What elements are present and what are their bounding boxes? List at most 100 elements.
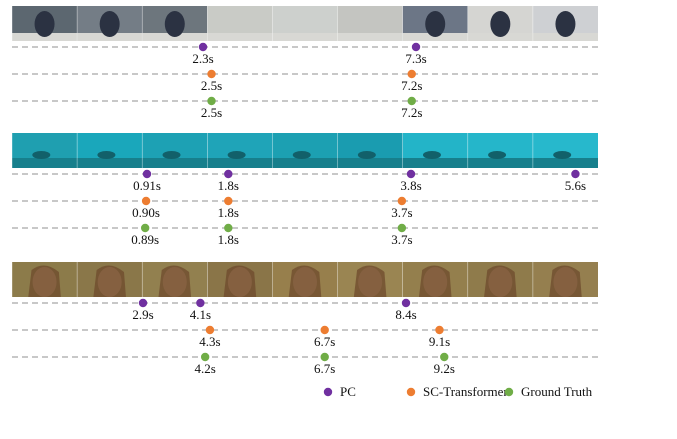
legend: PC SC-Transformer Ground Truth [323,384,593,399]
hair-shape [484,265,517,297]
boundary-label: 2.3s [192,51,213,66]
boundary-marker [198,42,208,52]
boundary-label: 0.90s [132,205,160,220]
boundary-label: 4.3s [199,334,220,349]
boundary-label: 9.2s [434,361,455,376]
boundary-marker [207,96,216,106]
diver-shape [227,151,246,159]
seabed-shape [467,158,533,168]
diver-shape [357,151,376,159]
legend-label: Ground Truth [521,384,593,399]
boundary-marker [320,352,329,362]
boundary-marker [224,169,233,179]
hair-shape [549,265,582,297]
boundary-marker [205,325,215,335]
boundary-marker [320,325,329,335]
legend-label: SC-Transformer [423,384,508,399]
seabed-shape [402,158,468,168]
hair-shape [93,265,126,297]
person-shape [555,11,576,37]
boundary-label: 5.6s [565,178,586,193]
boundary-marker [571,169,580,179]
boundary-marker [224,196,233,206]
boundary-label: 1.8s [218,205,239,220]
person-shape [164,11,185,37]
boundary-label: 4.1s [190,307,211,322]
floor-shape [207,33,273,41]
boundary-label: 7.2s [401,78,422,93]
timeline-sc-transformer: 4.3s 6.7s 9.1s [12,325,598,349]
boundary-label: 2.9s [132,307,153,322]
timeline-sc-transformer: 2.5s 7.2s [12,69,598,93]
boundary-marker [138,298,148,308]
person-shape [99,11,120,37]
boundary-marker [407,96,416,106]
floor-shape [77,33,143,41]
timeline-ground-truth: 2.5s 7.2s [12,96,598,120]
legend-label: PC [340,384,356,399]
hair-shape [28,265,61,297]
boundary-label: 7.3s [405,51,426,66]
boundary-marker [397,196,407,206]
floor-shape [272,33,338,41]
diver-shape [32,151,51,159]
boundary-marker [411,42,421,52]
boundary-marker [200,352,210,362]
boundary-marker [440,352,449,362]
hair-shape [288,265,322,297]
seabed-shape [532,158,598,168]
person-shape [490,11,511,37]
floor-shape [337,33,403,41]
frame-strip [11,133,598,168]
legend-item-pc: PC [323,384,356,399]
hair-shape [353,265,387,297]
diver-shape [162,151,181,159]
person-shape [425,11,446,37]
boundary-marker [224,223,233,233]
seabed-shape [142,158,208,168]
boundary-marker [406,169,416,179]
boundary-label: 2.5s [201,78,222,93]
legend-marker [406,387,416,397]
diver-shape [292,151,311,159]
hair-shape [223,265,257,297]
diver-shape [97,151,116,159]
boundary-label: 3.8s [400,178,421,193]
boundary-label: 9.1s [429,334,450,349]
boundary-marker [142,169,152,179]
seabed-shape [272,158,338,168]
hair-shape [158,265,192,297]
boundary-label: 0.91s [133,178,161,193]
boundary-label: 3.7s [391,232,412,247]
legend-item-ground-truth: Ground Truth [504,384,593,399]
boundary-marker [140,223,150,233]
example-1: 2.3s 7.3s 2.5s 7.2s 2.5s 7.2s [11,6,598,120]
legend-marker [504,387,514,397]
floor-shape [142,33,208,41]
boundary-label: 1.8s [218,232,239,247]
boundary-marker [207,69,216,79]
boundary-label: 4.2s [195,361,216,376]
boundary-label: 6.7s [314,334,335,349]
boundary-label: 2.5s [201,105,222,120]
legend-marker [323,387,333,397]
seabed-shape [337,158,403,168]
boundary-marker [196,298,205,308]
boundary-label: 3.7s [391,205,412,220]
boundary-marker [141,196,151,206]
timeline-sc-transformer: 0.90s 1.8s 3.7s [12,196,598,220]
boundary-label: 1.8s [218,178,239,193]
boundary-label: 7.2s [401,105,422,120]
legend-item-sc-transformer: SC-Transformer [406,384,508,399]
boundary-marker [407,69,416,79]
seabed-shape [77,158,143,168]
boundary-marker [435,325,444,335]
hair-shape [418,265,452,297]
diver-shape [422,151,441,159]
